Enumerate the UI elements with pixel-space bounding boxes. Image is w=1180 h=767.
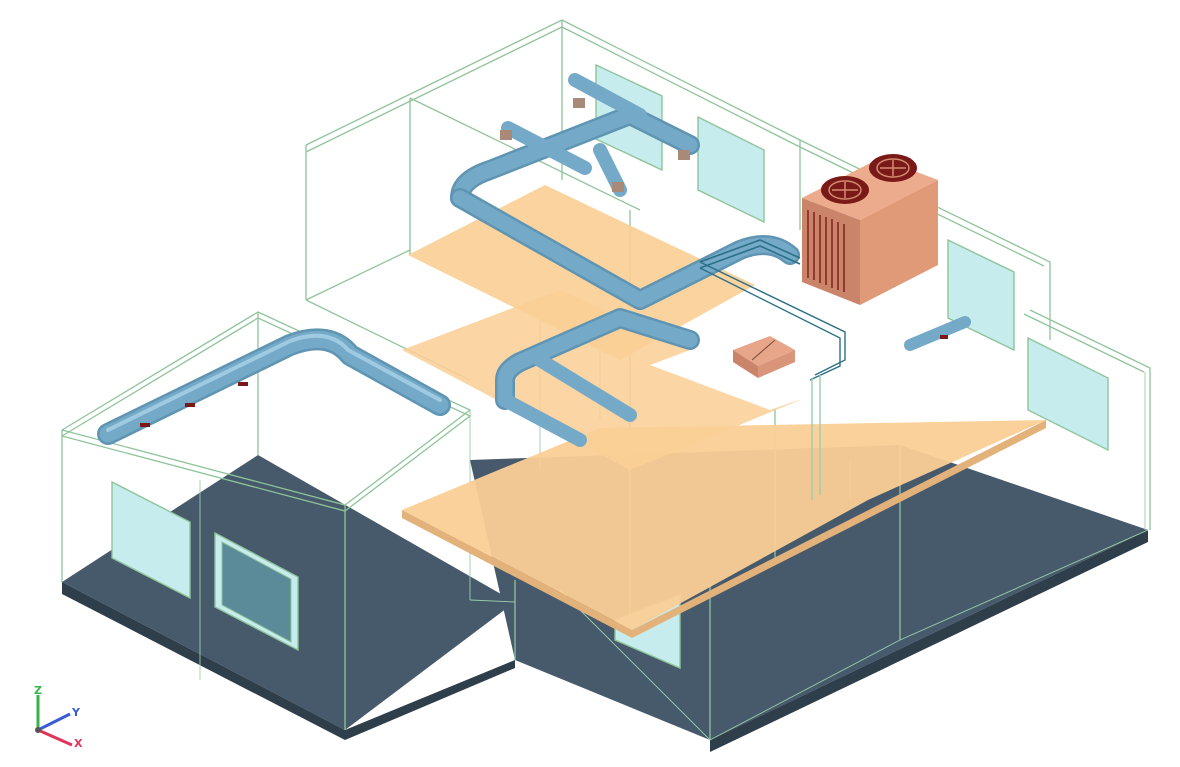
- grille: [500, 130, 512, 140]
- window: [947, 238, 1015, 352]
- ground-slab-mid-front: [345, 660, 515, 740]
- coil-grille: [807, 210, 845, 292]
- grille: [573, 98, 585, 108]
- axis-origin: [35, 727, 41, 733]
- ground-slab-left-front: [62, 582, 345, 740]
- z-axis-label: Z: [34, 684, 42, 697]
- diffuser: [140, 423, 150, 427]
- duct-network: [97, 73, 971, 447]
- x-axis-label: X: [74, 737, 83, 750]
- diffuser: [238, 382, 248, 386]
- fan-left: [821, 176, 869, 204]
- y-axis-label: Y: [71, 706, 81, 719]
- x-axis-line: [37, 728, 73, 747]
- axis-triad: Z Y X: [34, 684, 83, 750]
- refrigerant-pipes: [699, 239, 846, 500]
- window: [1027, 336, 1109, 452]
- mid-floor-slab: [402, 290, 800, 470]
- window: [111, 480, 191, 600]
- grille: [678, 150, 690, 160]
- floor-slabs: [402, 185, 1046, 638]
- first-floor-slab: [402, 420, 1046, 630]
- indoor-unit: [733, 336, 795, 378]
- floor-opening: [650, 335, 842, 410]
- y-axis-line: [37, 712, 71, 732]
- diffuser: [940, 335, 948, 339]
- fan-right: [869, 154, 917, 182]
- grille: [612, 182, 624, 192]
- diffuser: [185, 403, 195, 407]
- outdoor-condensing-unit: [802, 154, 938, 305]
- window: [697, 115, 765, 224]
- ground-slab-right-front: [710, 530, 1148, 752]
